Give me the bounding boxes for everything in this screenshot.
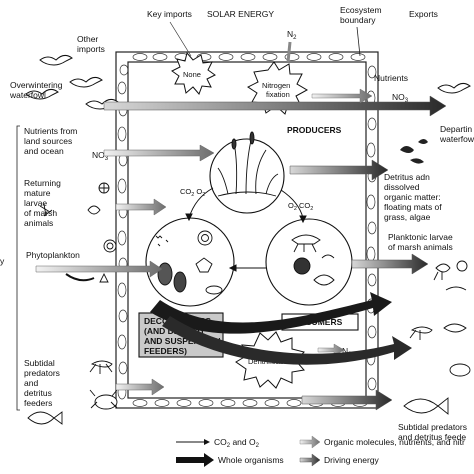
producers-label: PRODUCERS [287, 125, 342, 135]
legend: CO2 and O2 Whole organisms Organic molec… [176, 435, 465, 467]
nutrients-from-land-label: Nutrients from land sources and ocean [24, 126, 80, 156]
departing-waterfowl-icon [437, 82, 471, 94]
returning-larvae-label: Returning mature larvae of marsh animals [24, 178, 63, 228]
overwintering-waterfowl-label: Overwintering waterfowl [9, 80, 65, 100]
key-imports-pointer [169, 21, 192, 57]
nutrient-cycle-arrows [185, 187, 307, 272]
n2-input-arrow [286, 41, 292, 63]
decomposers-node [145, 217, 235, 307]
o2-co2-producers-right-label: O2 CO2 [288, 201, 313, 212]
planktonic-larvae-label: Planktonic larvae of marsh animals [388, 232, 455, 252]
decomposer-organisms-icon [155, 230, 223, 295]
solar-energy-burst: None [171, 51, 216, 95]
imports-bracket [16, 125, 20, 411]
flow-arrows [35, 88, 447, 411]
other-imports-label: Other imports [77, 34, 105, 54]
whole-organism-curved-arrows [150, 292, 412, 365]
no3-import-label: NO3 [92, 150, 109, 162]
phytoplankton-icons [65, 272, 109, 283]
legend-organic-molecules-item: Organic molecules, nutrients, and nitr [299, 435, 465, 449]
subtidal-predators-export-label: Subtidal predators and detritus feede [398, 422, 469, 442]
none-label: None [183, 70, 201, 79]
legend-whole-organisms-label: Whole organisms [218, 455, 284, 465]
nutrients-export-label: Nutrients [374, 73, 408, 83]
larvae-icons [39, 182, 117, 253]
legend-organic-molecules-label: Organic molecules, nutrients, and nitr [324, 437, 465, 447]
subtidal-import-icons [27, 360, 118, 425]
solar-energy-label: SOLAR ENERGY [207, 9, 274, 19]
planktonic-larvae-icons [433, 260, 468, 291]
consumers-node [265, 218, 353, 306]
marsh-grass-icon [217, 131, 279, 197]
detritus-mats-icon [400, 139, 428, 164]
detritus-export-label: Detritus adn dissolved organic matter: f… [384, 172, 444, 222]
legend-co2-o2-item: CO2 and O2 [176, 437, 260, 449]
no3-export-label: NO3 [392, 92, 409, 104]
subtidal-export-icons [403, 323, 471, 415]
ecosystem-boundary-label: Ecosystem boundary [340, 5, 384, 25]
subtidal-predators-import-label: Subtidal predators and detritus feeders [24, 358, 62, 408]
legend-driving-energy-item: Driving energy [299, 453, 380, 467]
departing-waterfowl-label: Departin waterfow [439, 124, 474, 144]
legend-whole-organisms-item: Whole organisms [176, 453, 284, 467]
y-fragment-label: y [0, 256, 5, 266]
legend-driving-energy-label: Driving energy [324, 455, 380, 465]
consumer-organisms-icon [291, 234, 335, 286]
nitrogen-fixation-label: Nitrogen fixation [262, 81, 292, 99]
co2-o2-producers-left-label: CO2 O2 [180, 187, 205, 198]
n2-top-label: N2 [287, 29, 297, 41]
exports-label: Exports [409, 9, 438, 19]
key-imports-label: Key imports [147, 9, 192, 19]
legend-co2-o2-label: CO2 and O2 [214, 437, 260, 449]
phytoplankton-label: Phytoplankton [26, 250, 80, 260]
ecosystem-boundary-pointer [356, 26, 361, 57]
producers-node: PRODUCERS [209, 125, 342, 214]
